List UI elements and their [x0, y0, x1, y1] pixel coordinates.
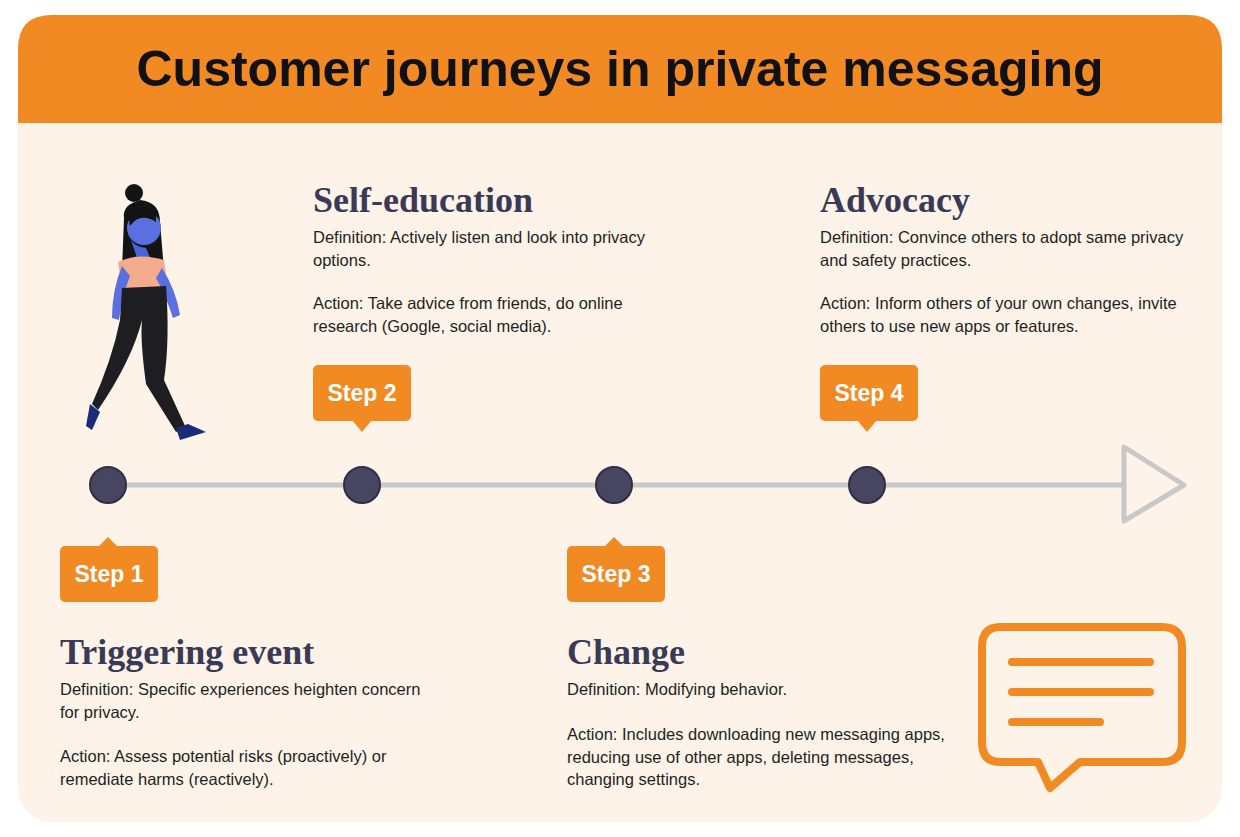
speech-bubble-icon [982, 627, 1182, 788]
step-text: Action: Take advice from friends, do onl… [313, 292, 685, 337]
step-heading: Self-education [313, 180, 533, 220]
step-text: Action: Includes downloading new messagi… [567, 723, 947, 791]
step-text: Action: Inform others of your own change… [820, 292, 1205, 337]
step-callout: Step 4 [820, 365, 918, 421]
step-label: Step 3 [581, 561, 650, 588]
step-label: Step 1 [74, 561, 143, 588]
step-heading: Triggering event [60, 632, 314, 672]
timeline-arrowhead [1124, 447, 1184, 521]
callout-pointers [98, 420, 877, 547]
step-label: Step 4 [834, 380, 903, 407]
step-heading: Advocacy [820, 180, 970, 220]
step-label: Step 2 [327, 380, 396, 407]
step-text: Definition: Convince others to adopt sam… [820, 226, 1205, 271]
step-callout: Step 1 [60, 546, 158, 602]
header-bar [18, 15, 1222, 123]
step-callout: Step 2 [313, 365, 411, 421]
panel [18, 15, 1222, 822]
step-text: Definition: Actively listen and look int… [313, 226, 685, 271]
step-text: Definition: Specific experiences heighte… [60, 678, 432, 723]
step-text: Action: Assess potential risks (proactiv… [60, 745, 432, 790]
title-bar: Customer journeys in private messaging [18, 15, 1222, 123]
step-callout: Step 3 [567, 546, 665, 602]
step-text: Definition: Modifying behavior. [567, 678, 947, 701]
step-heading: Change [567, 632, 685, 672]
timeline-dots [90, 467, 885, 503]
woman-illustration [86, 184, 206, 440]
title: Customer journeys in private messaging [137, 40, 1104, 98]
